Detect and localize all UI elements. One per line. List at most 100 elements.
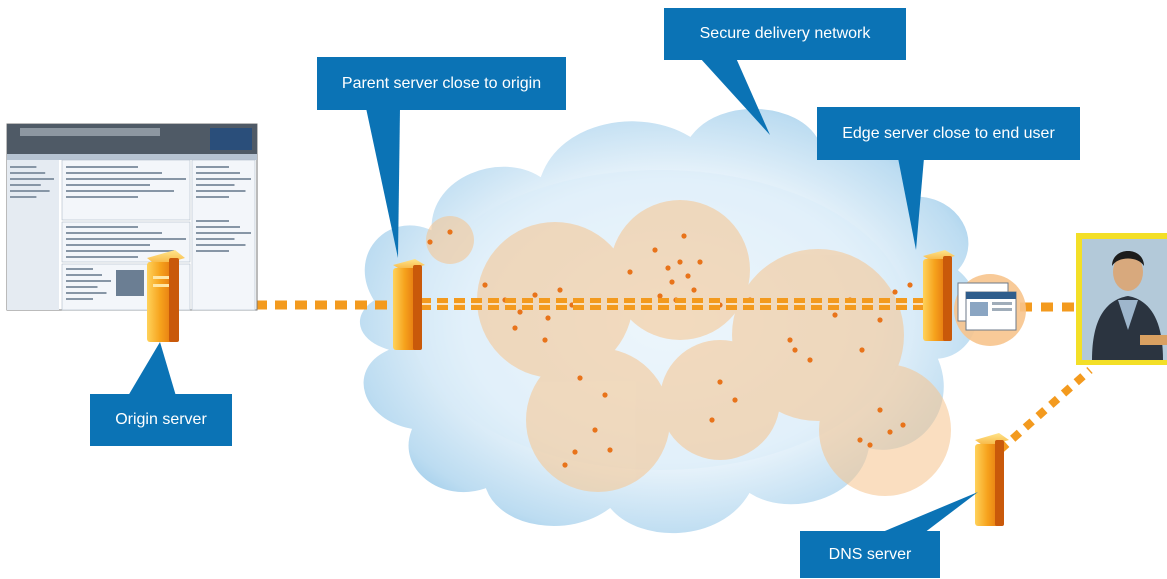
origin-server-icon [147, 250, 185, 342]
node-dot [732, 397, 738, 403]
coverage-regions [426, 200, 951, 496]
cached-content-bubble [954, 274, 1026, 346]
placeholder-line [66, 292, 107, 294]
placeholder-line [66, 274, 102, 276]
placeholder-line [196, 190, 246, 192]
dns-user-link [997, 367, 1093, 453]
node-dot [691, 287, 697, 293]
node-dot [697, 259, 703, 265]
node-dot [532, 292, 538, 298]
placeholder-line [66, 286, 98, 288]
placeholder-line [66, 250, 174, 252]
node-dot [572, 449, 578, 455]
edge-node-dots [427, 229, 913, 468]
node-dot [892, 289, 898, 295]
node-dot [665, 265, 671, 271]
placeholder-line [196, 244, 246, 246]
node-dot [669, 279, 675, 285]
placeholder-line [66, 172, 162, 174]
placeholder-line [10, 178, 54, 180]
edge-server-label: Edge server close to end user [817, 107, 1080, 160]
placeholder-line [66, 232, 162, 234]
node-dot [877, 317, 883, 323]
node-dot [627, 269, 633, 275]
node-dot [887, 429, 893, 435]
node-dot [709, 417, 715, 423]
placeholder-line [196, 172, 240, 174]
placeholder-line [196, 166, 229, 168]
node-dot [512, 325, 518, 331]
placeholder-line [10, 172, 46, 174]
node-dot [807, 357, 813, 363]
coverage-region [660, 340, 780, 460]
coverage-region [426, 216, 474, 264]
node-dot [447, 229, 453, 235]
placeholder-line [66, 190, 174, 192]
placeholder-line [66, 298, 93, 300]
node-dot [657, 293, 663, 299]
node-dot [542, 337, 548, 343]
node-dot [577, 375, 583, 381]
placeholder-line [196, 178, 251, 180]
placeholder-line [66, 178, 186, 180]
placeholder-line [196, 232, 251, 234]
node-dot [681, 233, 687, 239]
placeholder-line [196, 238, 235, 240]
placeholder-line [10, 184, 41, 186]
node-dot [652, 247, 658, 253]
parent-server-label: Parent server close to origin [317, 57, 566, 110]
node-dot [787, 337, 793, 343]
placeholder-line [196, 220, 229, 222]
node-dot [482, 282, 488, 288]
coverage-region [526, 348, 670, 492]
node-dot [900, 422, 906, 428]
node-dot [877, 407, 883, 413]
edge-callout-tail [898, 158, 924, 250]
origin-website-thumbnail [6, 123, 258, 311]
placeholder-line [66, 244, 150, 246]
node-dot [832, 312, 838, 318]
coverage-region [477, 222, 633, 378]
placeholder-line [10, 166, 37, 168]
node-dot [607, 447, 613, 453]
node-dot [792, 347, 798, 353]
end-user-photo [1076, 233, 1167, 365]
placeholder-line [66, 196, 138, 198]
node-dot [717, 379, 723, 385]
coverage-region [819, 364, 951, 496]
dns-callout-tail [880, 492, 978, 533]
placeholder-line [10, 196, 37, 198]
secure-callout-tail [700, 58, 770, 135]
node-dot [857, 437, 863, 443]
origin-callout-tail [128, 342, 176, 396]
placeholder-line [66, 268, 93, 270]
placeholder-line [66, 166, 138, 168]
node-dot [592, 427, 598, 433]
placeholder-line [196, 226, 240, 228]
node-dot [859, 347, 865, 353]
parent-callout-tail [366, 108, 400, 258]
placeholder-line [66, 256, 138, 258]
parent-server-icon [393, 259, 425, 350]
node-dot [517, 309, 523, 315]
node-dot [545, 315, 551, 321]
node-dot [867, 442, 873, 448]
node-dot [907, 282, 913, 288]
origin-server-label: Origin server [90, 394, 232, 446]
edge-server-icon [923, 250, 955, 341]
placeholder-line [196, 196, 229, 198]
node-dot [557, 287, 563, 293]
node-dot [562, 462, 568, 468]
node-dot [677, 259, 683, 265]
placeholder-line [66, 238, 186, 240]
dns-server-label: DNS server [800, 531, 940, 578]
node-dot [427, 239, 433, 245]
placeholder-line [196, 250, 229, 252]
node-dot [685, 273, 691, 279]
placeholder-line [66, 226, 138, 228]
secure-network-label: Secure delivery network [664, 8, 906, 60]
placeholder-line [196, 184, 235, 186]
node-dot [602, 392, 608, 398]
dns-server-icon [975, 433, 1009, 526]
